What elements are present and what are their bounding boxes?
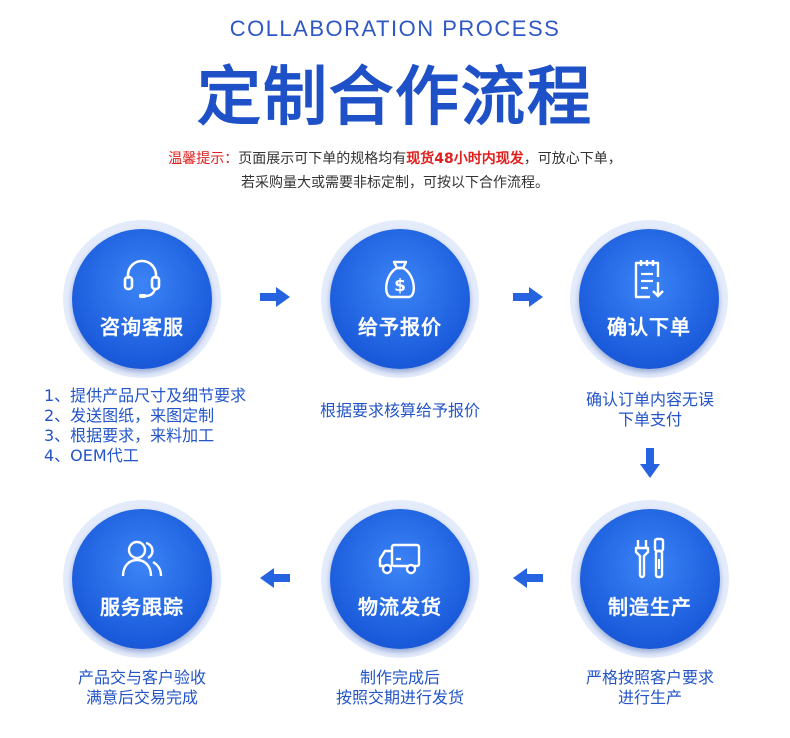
step-manufacture: 制造生产 bbox=[571, 500, 729, 658]
tip-highlight: 现货48小时内现发 bbox=[406, 151, 524, 167]
description-line: 满意后交易完成 bbox=[85, 688, 198, 707]
step-shipping-description: 制作完成后 按照交期进行发货 bbox=[295, 668, 505, 708]
step-tracking-description: 产品交与客户验收 满意后交易完成 bbox=[37, 668, 247, 708]
arrow-left-icon bbox=[260, 568, 290, 588]
description-line: 3、根据要求，来料加工 bbox=[44, 426, 215, 445]
arrow-right-icon bbox=[260, 287, 290, 307]
description-line: 2、发送图纸，来图定制 bbox=[44, 406, 215, 425]
step-disk: 物流发货 bbox=[330, 509, 470, 649]
step-shipping: 物流发货 bbox=[321, 500, 479, 658]
description-line: 进行生产 bbox=[617, 688, 682, 707]
headset-icon bbox=[123, 259, 161, 298]
description-line: 根据要求核算给予报价 bbox=[319, 401, 480, 420]
step-label: 确认下单 bbox=[607, 315, 691, 339]
tip-line-1: 温馨提示：页面展示可下单的规格均有现货48小时内现发，可放心下单， bbox=[0, 148, 790, 168]
money-bag-icon: $ bbox=[385, 260, 415, 299]
step-service-tracking: 服务跟踪 bbox=[63, 500, 221, 658]
step-label: 制造生产 bbox=[608, 595, 692, 619]
step-disk: 确认下单 bbox=[579, 229, 719, 369]
arrow-right-icon bbox=[513, 287, 543, 307]
page-title: 定制合作流程 bbox=[197, 61, 593, 135]
step-label: 给予报价 bbox=[358, 315, 442, 339]
tip-line-2: 若采购量大或需要非标定制，可按以下合作流程。 bbox=[241, 175, 549, 191]
step-consult-description: 1、提供产品尺寸及细节要求 2、发送图纸，来图定制 3、根据要求，来料加工 4、… bbox=[44, 386, 246, 466]
step-quote-description: 根据要求核算给予报价 bbox=[300, 401, 500, 421]
step-disk: 服务跟踪 bbox=[72, 509, 212, 649]
english-subtitle: COLLABORATION PROCESS bbox=[229, 16, 561, 41]
step-confirm-order: 确认下单 bbox=[570, 220, 728, 378]
step-disk: 制造生产 bbox=[580, 509, 720, 649]
description-line: 确认订单内容无误 bbox=[585, 390, 714, 409]
tip-text-a: 页面展示可下单的规格均有 bbox=[238, 151, 407, 167]
description-line: 制作完成后 bbox=[359, 668, 440, 687]
tip-text-c: ，可放心下单， bbox=[523, 151, 622, 167]
users-icon bbox=[121, 540, 163, 577]
description-line: 按照交期进行发货 bbox=[335, 688, 464, 707]
truck-icon bbox=[378, 543, 421, 575]
description-line: 产品交与客户验收 bbox=[77, 668, 206, 687]
step-label: 物流发货 bbox=[358, 595, 442, 619]
tip-label: 温馨提示： bbox=[168, 151, 239, 167]
arrow-down-icon bbox=[640, 448, 660, 478]
step-disk: 咨询客服 bbox=[72, 229, 212, 369]
step-disk: $ 给予报价 bbox=[330, 229, 470, 369]
description-line: 1、提供产品尺寸及细节要求 bbox=[44, 386, 247, 405]
svg-text:$: $ bbox=[394, 276, 406, 296]
order-list-icon bbox=[634, 260, 664, 299]
description-line: 下单支付 bbox=[617, 410, 682, 429]
step-label: 服务跟踪 bbox=[100, 595, 184, 619]
step-label: 咨询客服 bbox=[100, 315, 184, 339]
step-confirm-description: 确认订单内容无误 下单支付 bbox=[550, 390, 750, 430]
step-manufacture-description: 严格按照客户要求 进行生产 bbox=[545, 668, 755, 708]
step-quote: $ 给予报价 bbox=[321, 220, 479, 378]
step-consult: 咨询客服 bbox=[63, 220, 221, 378]
tools-icon bbox=[634, 537, 665, 579]
description-line: 严格按照客户要求 bbox=[585, 668, 714, 687]
description-line: 4、OEM代工 bbox=[44, 446, 139, 465]
arrow-left-icon bbox=[513, 568, 543, 588]
